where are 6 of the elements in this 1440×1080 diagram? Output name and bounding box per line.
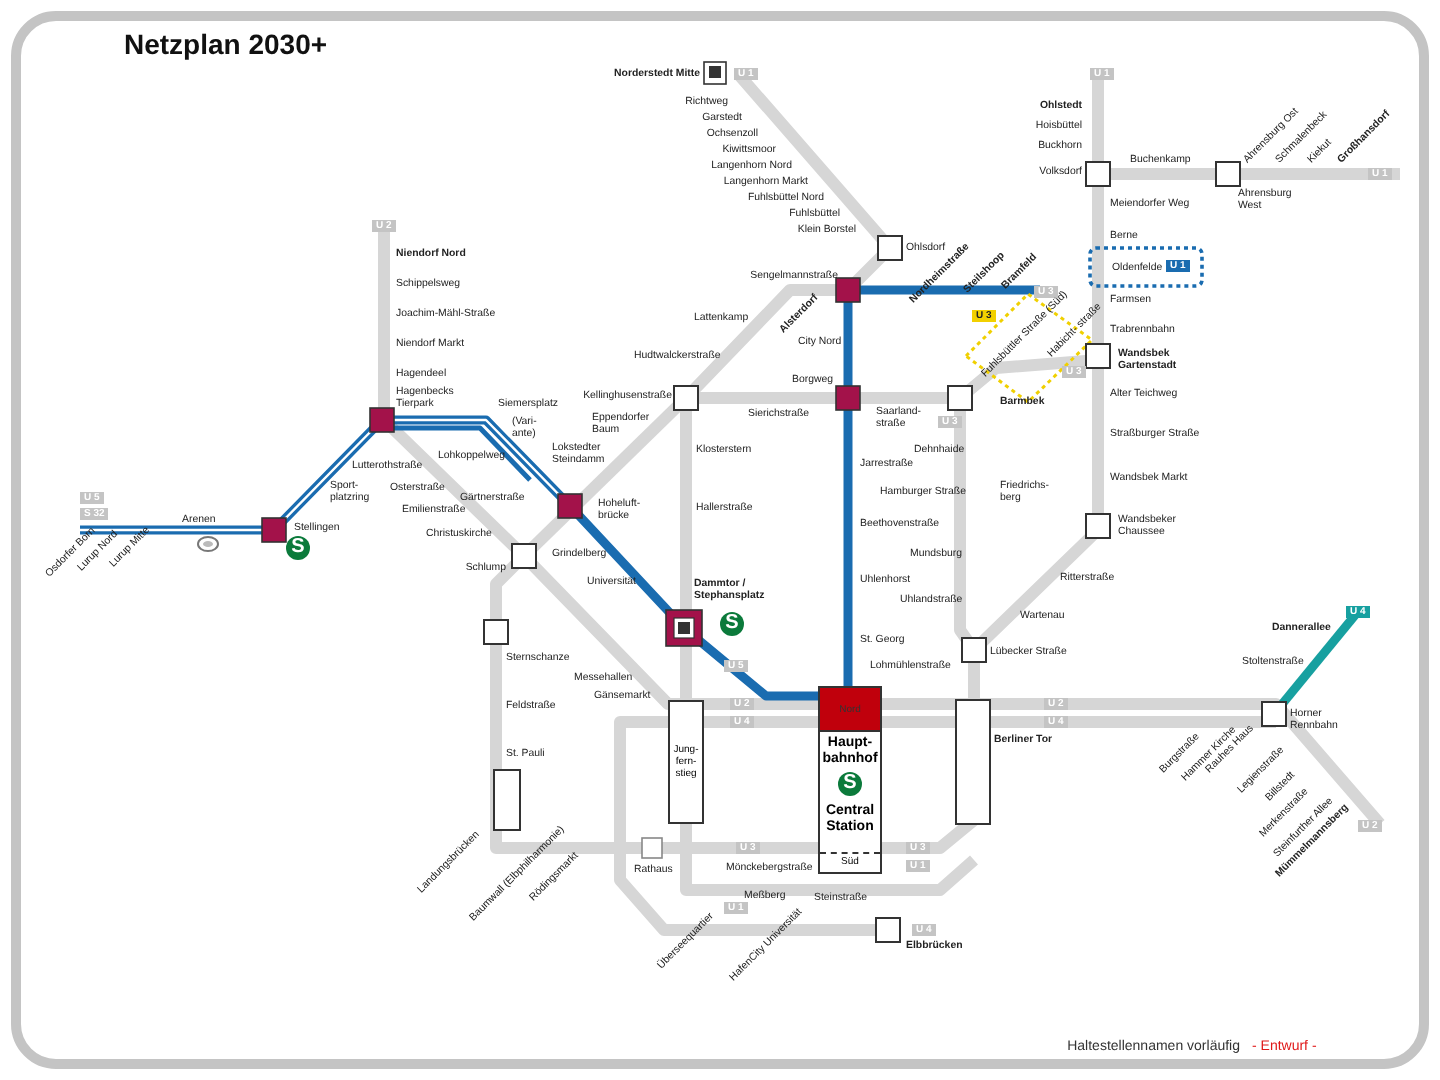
station-box bbox=[668, 700, 704, 824]
s-bahn-sign: S bbox=[838, 772, 862, 796]
s-bahn-sign: S bbox=[286, 536, 310, 560]
map-title: Netzplan 2030+ bbox=[124, 28, 328, 60]
s-bahn-sign: S bbox=[720, 612, 744, 636]
station-box bbox=[818, 686, 882, 874]
